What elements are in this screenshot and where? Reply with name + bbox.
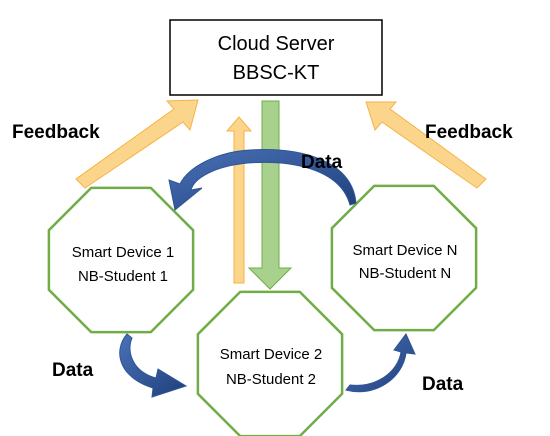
smart-device-1-node: Smart Device 1 NB-Student 1	[47, 186, 195, 334]
smart-device-2-octagon	[196, 290, 344, 436]
smart-device-1-subtitle: NB-Student 1	[78, 268, 168, 285]
smart-device-1-octagon	[47, 186, 195, 334]
cloud-server-subtitle: BBSC-KT	[233, 62, 320, 84]
cloud-server-title: Cloud Server	[218, 33, 335, 55]
feedback-arrow-left	[75, 99, 199, 189]
data-label-top: Data	[301, 152, 343, 173]
cloud-server-node: Cloud Server BBSC-KT	[169, 19, 383, 96]
smart-device-2-subtitle: NB-Student 2	[226, 371, 316, 388]
data-label-left: Data	[52, 360, 94, 381]
data-label-right: Data	[422, 374, 464, 395]
feedback-label-right: Feedback	[425, 122, 513, 143]
smart-device-n-node: Smart Device N NB-Student N	[330, 184, 478, 332]
data-curved-arrow-right	[345, 333, 416, 393]
smart-device-2-title: Smart Device 2	[220, 346, 323, 363]
feedback-arrow-center	[225, 116, 253, 284]
cloud-server-box	[169, 19, 383, 96]
data-curved-arrow-top	[168, 149, 357, 211]
smart-device-2-node: Smart Device 2 NB-Student 2	[196, 290, 344, 436]
smart-device-n-title: Smart Device N	[352, 242, 457, 259]
smart-device-n-subtitle: NB-Student N	[359, 265, 452, 282]
feedback-arrow-right	[365, 101, 487, 189]
feedback-label-left: Feedback	[12, 122, 100, 143]
smart-device-n-octagon	[330, 184, 478, 332]
data-arrow-down	[247, 100, 293, 290]
data-curved-arrow-left	[119, 333, 188, 398]
smart-device-1-title: Smart Device 1	[72, 244, 175, 261]
